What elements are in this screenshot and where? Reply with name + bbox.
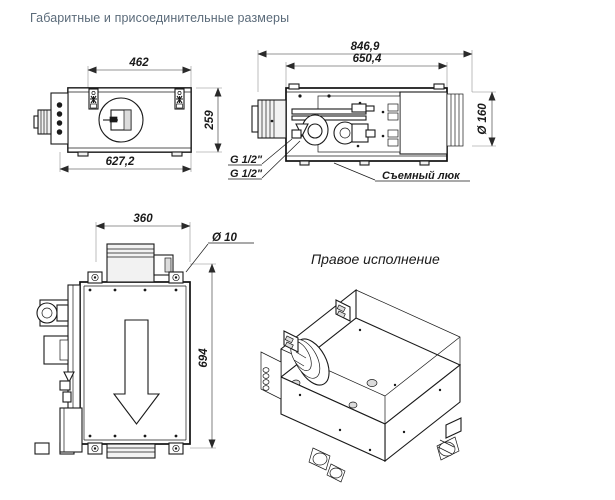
section-callout-hatch-label: Съемный люк <box>382 170 461 182</box>
front-dimension-627: 627,2 <box>59 156 192 173</box>
top-left-assembly <box>36 284 83 453</box>
view-section: 846,9 650,4 Ø 160 <box>228 41 496 182</box>
view-isometric: Правое исполнение <box>260 251 462 483</box>
isometric-terminal-box <box>260 351 282 400</box>
view-front: 462 259 627,2 <box>33 57 222 173</box>
front-dimension-259: 259 <box>204 87 222 153</box>
top-callout-mount-hole: Ø 10 <box>185 232 254 273</box>
front-dim-259-label: 259 <box>204 110 216 131</box>
page-title: Габаритные и присоединительные размеры <box>30 11 290 25</box>
section-callout-hatch: Съемный люк <box>333 162 470 182</box>
top-airflow-arrow <box>112 319 161 425</box>
section-internal-components <box>270 83 445 166</box>
isometric-caption: Правое исполнение <box>311 251 440 267</box>
section-callout-port-lower: G 1/2" <box>228 140 301 180</box>
front-dim-462-label: 462 <box>128 57 149 69</box>
top-dim-694-label: 694 <box>198 348 210 368</box>
section-callout-port-upper: G 1/2" <box>228 138 293 166</box>
top-callout-d10-label: Ø 10 <box>212 232 238 244</box>
top-dim-360-label: 360 <box>133 213 153 225</box>
top-duct <box>106 243 174 283</box>
top-dimension-694: 694 <box>198 263 216 449</box>
isometric-bottom-fittings <box>308 417 462 483</box>
front-dim-627-label: 627,2 <box>106 156 135 168</box>
isometric-round-duct <box>290 338 330 386</box>
top-bottom-duct <box>106 443 156 459</box>
front-feet <box>77 151 183 157</box>
front-dimension-462: 462 <box>87 57 192 74</box>
section-dim-160-label: Ø 160 <box>477 103 489 135</box>
section-callout-g12-upper-label: G 1/2" <box>230 154 263 166</box>
section-dimension-diameter160: Ø 160 <box>477 91 496 147</box>
isometric-brackets <box>283 299 351 353</box>
section-dimension-846: 846,9 <box>257 41 473 58</box>
front-circular-port <box>98 97 144 143</box>
section-dim-650-label: 650,4 <box>353 53 382 65</box>
section-dim-846-label: 846,9 <box>351 41 380 53</box>
section-dimension-650: 650,4 <box>285 53 448 70</box>
view-top: 360 694 Ø 10 <box>34 213 254 459</box>
isometric-left-panel <box>280 376 386 462</box>
front-mounting-brackets <box>88 88 185 110</box>
top-dimension-360: 360 <box>95 213 191 230</box>
section-callout-g12-lower-label: G 1/2" <box>230 168 263 180</box>
